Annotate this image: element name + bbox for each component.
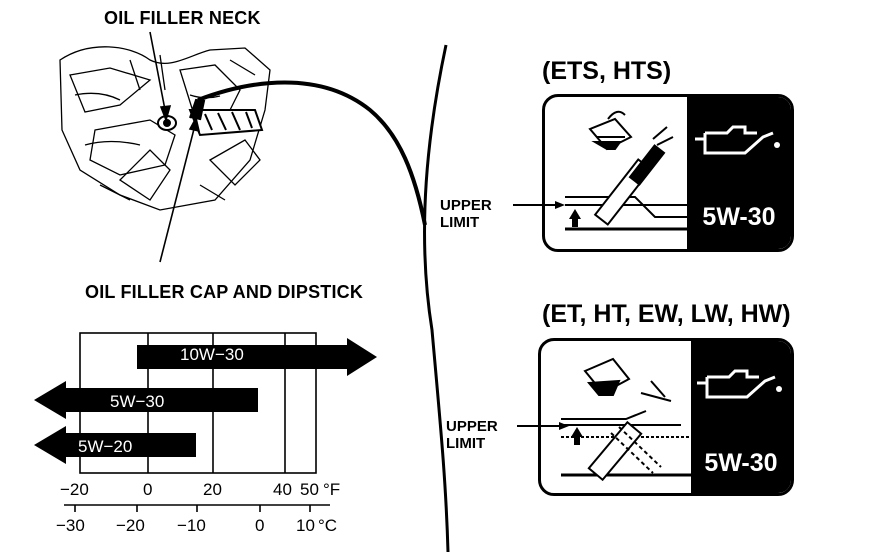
fahrenheit-tick-label: 20 — [203, 480, 222, 499]
oil-label-panel-2: 5W-30 — [538, 338, 794, 496]
dipstick-diagram-2 — [561, 357, 691, 482]
range-label-5w20: 5W−20 — [78, 437, 133, 456]
celsius-tick-label: −10 — [177, 516, 206, 535]
limit-text: LIMIT — [440, 214, 480, 231]
grade-label-1: 5W-30 — [702, 203, 776, 231]
oil-label-panel-1: 5W-30 — [542, 94, 794, 252]
upper-limit-text: UPPER — [440, 197, 492, 214]
fahrenheit-tick-label: 50 — [300, 480, 319, 499]
upper-limit-text: UPPER — [446, 418, 498, 435]
limit-text: LIMIT — [446, 435, 486, 452]
oil-can-icon — [695, 125, 780, 155]
range-bar-5w20 — [34, 426, 196, 464]
celsius-tick-label: −20 — [116, 516, 145, 535]
grade-panel-1: 5W-30 — [687, 97, 791, 249]
oil-filler-neck-label: OIL FILLER NECK — [104, 8, 261, 28]
upper-limit-pointer-1 — [513, 201, 565, 209]
oil-can-icon — [697, 369, 782, 399]
fahrenheit-tick-label: 0 — [143, 480, 153, 499]
upper-limit-label-1: UPPER LIMIT — [440, 197, 492, 231]
celsius-tick-label: 0 — [255, 516, 265, 535]
grade-panel-2: 5W-30 — [691, 341, 791, 493]
range-label-5w30: 5W−30 — [110, 392, 165, 411]
range-bar-10w30 — [137, 338, 377, 376]
dipstick-diagram-1 — [565, 110, 695, 231]
fahrenheit-tick-label: −20 — [60, 480, 89, 499]
variant-title-ets-hts: (ETS, HTS) — [542, 57, 672, 85]
upper-limit-pointer-2 — [517, 422, 569, 430]
celsius-unit: °C — [318, 516, 338, 535]
grade-label-2: 5W-30 — [704, 449, 778, 477]
oil-filler-cap-label: OIL FILLER CAP AND DIPSTICK — [85, 282, 364, 302]
range-bar-5w30 — [34, 381, 258, 419]
celsius-tick-label: 10 — [296, 516, 315, 535]
range-label-10w30: 10W−30 — [180, 345, 244, 364]
celsius-tick-label: −30 — [56, 516, 85, 535]
upper-limit-label-2: UPPER LIMIT — [446, 418, 498, 452]
variant-title-et-ht-ew-lw-hw: (ET, HT, EW, LW, HW) — [542, 300, 791, 328]
fahrenheit-tick-label: 40 — [273, 480, 292, 499]
fahrenheit-unit: °F — [323, 480, 341, 499]
